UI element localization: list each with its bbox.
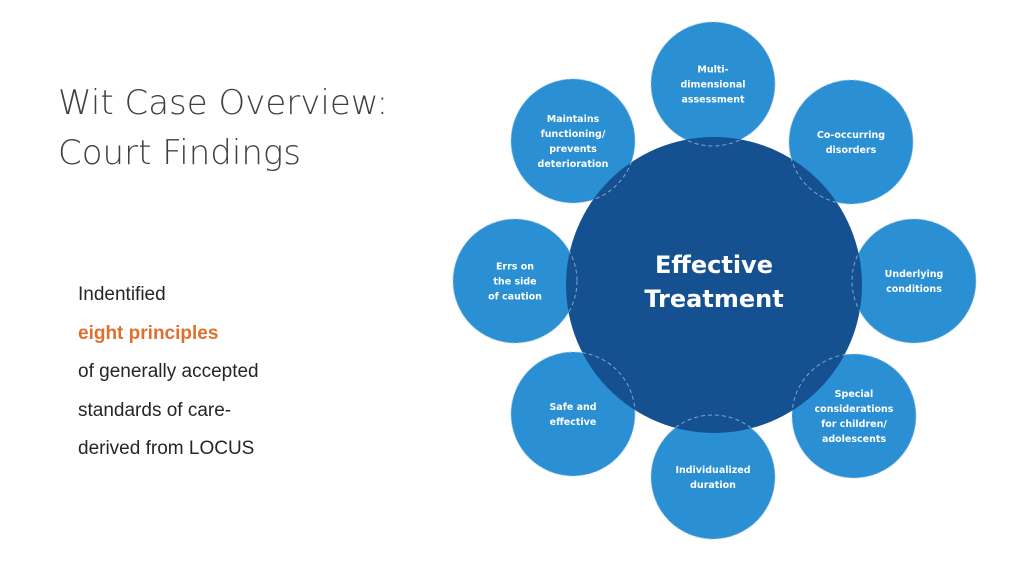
petal-label-1-line-1: Multi- <box>697 65 728 76</box>
petal-label-2-line-1: Co-occurring <box>817 130 885 141</box>
petal-label-8-line-4: deterioration <box>538 159 609 170</box>
petal-label-7-line-1: Errs on <box>496 262 534 273</box>
slide-title: Wit Case Overview: Court Findings <box>58 78 458 178</box>
petal-circle-7 <box>453 219 577 343</box>
petal-overlap-dash-2 <box>788 79 914 205</box>
petal-circle-5 <box>651 415 775 539</box>
petal-label-1-line-3: assessment <box>681 95 745 106</box>
body-line-5: derived from LOCUS <box>78 438 255 459</box>
petal-label-7-line-2: the side <box>493 277 536 288</box>
petal-overlap-dash-5 <box>650 414 776 540</box>
petal-circle-3 <box>852 219 976 343</box>
petal-label-5-line-2: duration <box>690 480 736 491</box>
petal-label-8-line-2: functioning/ <box>541 129 606 140</box>
petal-overlap-dash-6 <box>510 351 636 477</box>
petal-label-8-line-3: prevents <box>549 144 597 155</box>
petal-label-7-line-3: of caution <box>488 292 542 303</box>
petal-label-6-line-1: Safe and <box>549 402 596 413</box>
petal-label-8-line-1: Maintains <box>547 114 600 125</box>
petal-label-3-line-2: conditions <box>886 284 942 295</box>
body-line-highlight: eight principles <box>78 322 219 344</box>
body-line-4: standards of care- <box>78 399 232 421</box>
petal-label-5-line-1: Individualized <box>675 465 750 476</box>
petal-circle-2 <box>789 80 913 204</box>
body-line-1: Indentified <box>78 284 166 305</box>
center-label-line-2: Treatment <box>644 285 783 313</box>
petal-overlap-dash-1 <box>650 21 776 147</box>
petal-circle-8 <box>511 79 635 203</box>
slide-title-line-1: Wit Case Overview: <box>58 83 389 123</box>
slide-body-text: Indentified eight principles of generall… <box>78 276 408 469</box>
petal-label-4-line-2: considerations <box>815 404 894 415</box>
petal-label-4-line-3: for children/ <box>821 419 887 430</box>
center-circle <box>566 137 862 433</box>
petal-label-4-line-1: Special <box>835 389 874 400</box>
petal-circle-1 <box>651 22 775 146</box>
petal-label-2-line-2: disorders <box>826 145 877 156</box>
petal-label-4-line-4: adolescents <box>822 434 886 445</box>
petal-overlap-dash-7 <box>452 218 578 344</box>
overlap-dashes <box>452 21 977 540</box>
petal-label-3-line-1: Underlying <box>885 269 944 280</box>
petal-overlap-dash-3 <box>851 218 977 344</box>
slide-title-line-2: Court Findings <box>58 133 301 173</box>
center-label-line-1: Effective <box>655 251 773 279</box>
petal-label-1-line-2: dimensional <box>680 80 745 91</box>
petal-overlap-dash-4 <box>791 353 917 479</box>
body-line-3: of generally accepted <box>78 361 259 382</box>
petal-label-6-line-2: effective <box>550 417 597 428</box>
petal-overlap-dash-8 <box>510 78 636 204</box>
